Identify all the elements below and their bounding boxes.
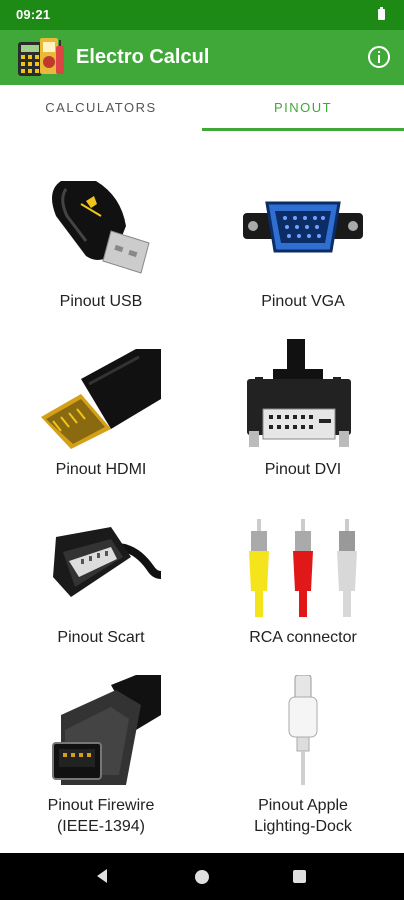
grid-item-label: RCA connector bbox=[249, 629, 357, 646]
recents-icon[interactable] bbox=[293, 870, 306, 883]
info-icon[interactable] bbox=[365, 43, 393, 71]
app-title: Electro Calcul bbox=[76, 46, 210, 68]
grid-item-label: Pinout Scart bbox=[57, 629, 145, 646]
grid-item-scart[interactable]: Pinout Scart bbox=[0, 467, 202, 646]
grid-item-label: Pinout VGA bbox=[261, 293, 345, 310]
dvi-connector-icon bbox=[247, 339, 351, 447]
calculator-logo-icon bbox=[18, 38, 64, 76]
grid-item-label: Pinout Firewire (IEEE-1394) bbox=[47, 797, 155, 835]
battery-icon bbox=[378, 7, 385, 20]
home-icon[interactable] bbox=[195, 870, 209, 884]
grid-item-apple-lightning[interactable]: Pinout Apple Lighting-Dock bbox=[202, 635, 404, 853]
grid-item-rca[interactable]: RCA connector bbox=[202, 467, 404, 646]
tab-pinout[interactable]: PINOUT bbox=[273, 100, 333, 115]
app-bar: Electro Calcul bbox=[0, 30, 404, 85]
back-icon[interactable] bbox=[95, 868, 109, 884]
hdmi-connector-icon bbox=[41, 349, 161, 449]
tab-bar: CALCULATORS PINOUT bbox=[0, 85, 404, 131]
grid-item-usb[interactable]: Pinout USB bbox=[0, 131, 202, 310]
grid-item-label: Pinout DVI bbox=[264, 461, 342, 478]
grid-item-vga[interactable]: Pinout VGA bbox=[202, 131, 404, 310]
tab-indicator bbox=[202, 128, 404, 131]
scart-connector-icon bbox=[53, 527, 161, 597]
lightning-connector-icon bbox=[288, 675, 318, 785]
grid-item-label: Pinout HDMI bbox=[55, 461, 147, 478]
firewire-connector-icon bbox=[52, 675, 161, 785]
grid-item-firewire[interactable]: Pinout Firewire (IEEE-1394) bbox=[0, 635, 202, 853]
usb-connector-icon bbox=[52, 181, 150, 274]
pinout-grid: Pinout USB Pinout VGA Pinout HDM bbox=[0, 131, 404, 853]
vga-connector-icon bbox=[243, 201, 363, 253]
system-nav-bar bbox=[0, 853, 404, 900]
grid-item-hdmi[interactable]: Pinout HDMI bbox=[0, 299, 202, 478]
status-time: 09:21 bbox=[16, 7, 51, 22]
grid-item-label: Pinout Apple Lighting-Dock bbox=[254, 797, 352, 835]
grid-item-label: Pinout USB bbox=[59, 293, 143, 310]
tab-calculators[interactable]: CALCULATORS bbox=[45, 100, 157, 115]
status-bar: 09:21 bbox=[0, 0, 404, 30]
grid-item-dvi[interactable]: Pinout DVI bbox=[202, 299, 404, 478]
rca-connector-icon bbox=[249, 519, 357, 617]
